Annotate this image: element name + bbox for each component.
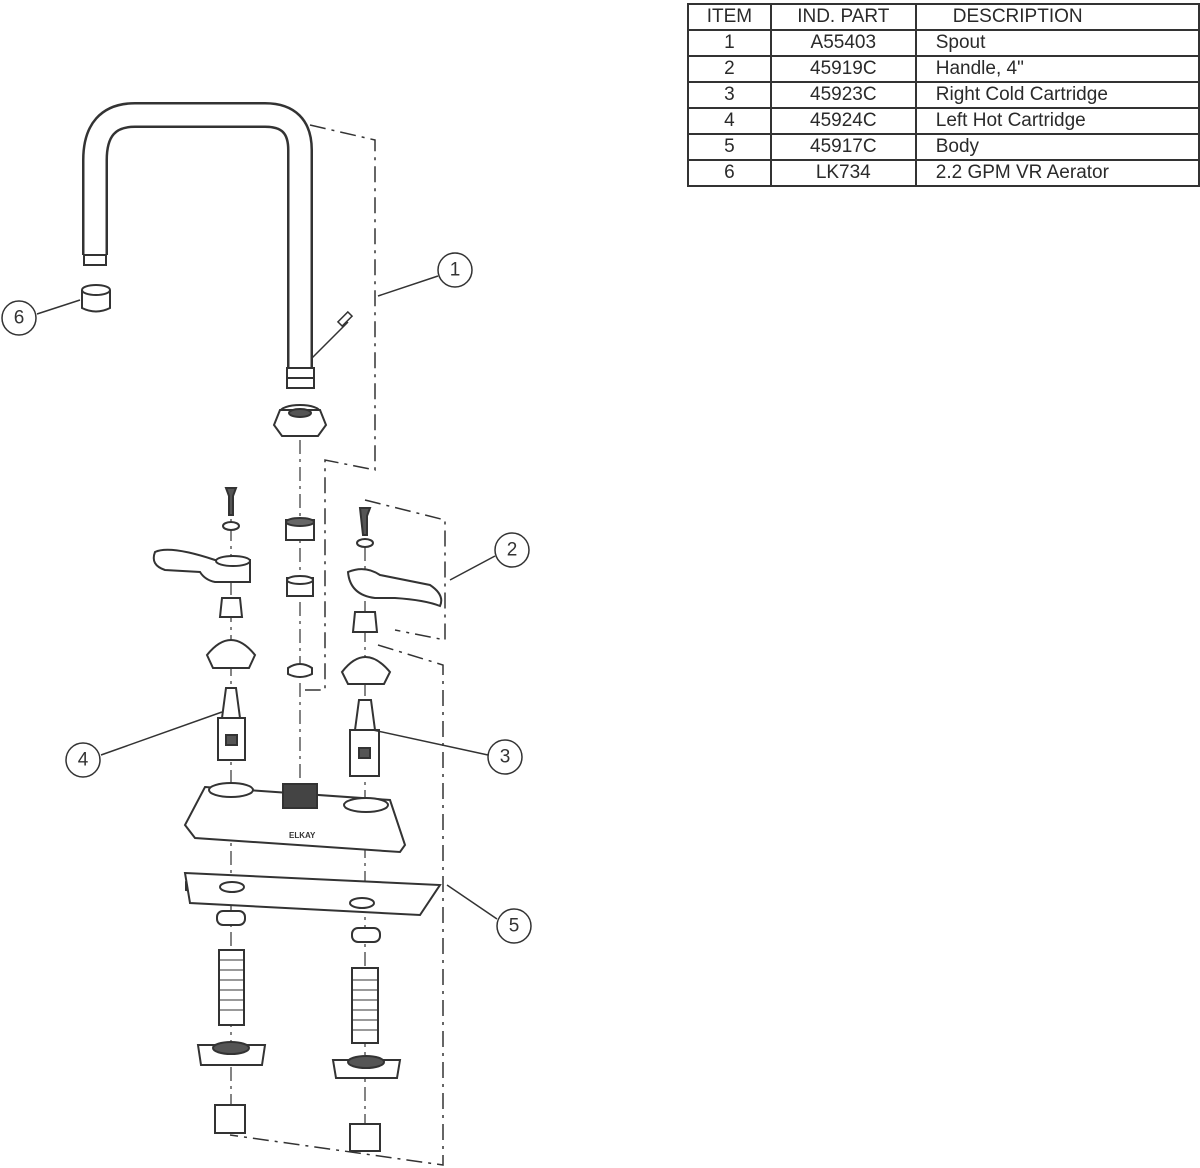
svg-text:2: 2 [507, 540, 518, 561]
callout-3: 3 [487, 739, 523, 775]
callout-5: 5 [496, 908, 532, 944]
svg-text:6: 6 [14, 308, 25, 329]
part-cell: 45923C [769, 81, 917, 109]
svg-text:3: 3 [500, 747, 511, 768]
table-header-row: ITEM IND. PART DESCRIPTION [687, 3, 1200, 31]
description-cell: Handle, 4" [914, 55, 1200, 83]
header-item: ITEM [687, 3, 772, 31]
part-cell: A55403 [769, 29, 917, 57]
description-cell: Body [914, 133, 1200, 161]
header-part: IND. PART [769, 3, 917, 31]
item-cell: 4 [687, 107, 772, 135]
svg-text:4: 4 [78, 750, 89, 771]
item-cell: 6 [687, 159, 772, 187]
callout-6: 6 [1, 300, 37, 336]
part-cell: LK734 [769, 159, 917, 187]
part-cell: 45917C [769, 133, 917, 161]
right-valve-stack [331, 507, 443, 1152]
group-brackets [229, 124, 446, 1166]
svg-text:5: 5 [509, 916, 520, 937]
description-cell: Left Hot Cartridge [914, 107, 1200, 135]
item-cell: 3 [687, 81, 772, 109]
header-description: DESCRIPTION [914, 3, 1200, 31]
item-cell: 5 [687, 133, 772, 161]
callout-2: 2 [494, 532, 530, 568]
description-cell: 2.2 GPM VR Aerator [914, 159, 1200, 187]
description-cell: Right Cold Cartridge [914, 81, 1200, 109]
part-cell: 45919C [769, 55, 917, 83]
part-cell: 45924C [769, 107, 917, 135]
spout-rings [285, 440, 315, 785]
spout [82, 102, 354, 389]
leader-lines [36, 275, 498, 920]
callout-4: 4 [65, 742, 101, 778]
spout-nut [272, 404, 328, 437]
item-cell: 1 [687, 29, 772, 57]
faucet-body: ELKAY [183, 782, 442, 917]
aerator [81, 284, 111, 313]
elkay-logo: ELKAY [289, 831, 316, 840]
description-cell: Spout [914, 29, 1200, 57]
callout-1: 1 [437, 252, 473, 288]
left-valve-stack [152, 487, 271, 1134]
item-cell: 2 [687, 55, 772, 83]
svg-text:1: 1 [450, 260, 461, 281]
